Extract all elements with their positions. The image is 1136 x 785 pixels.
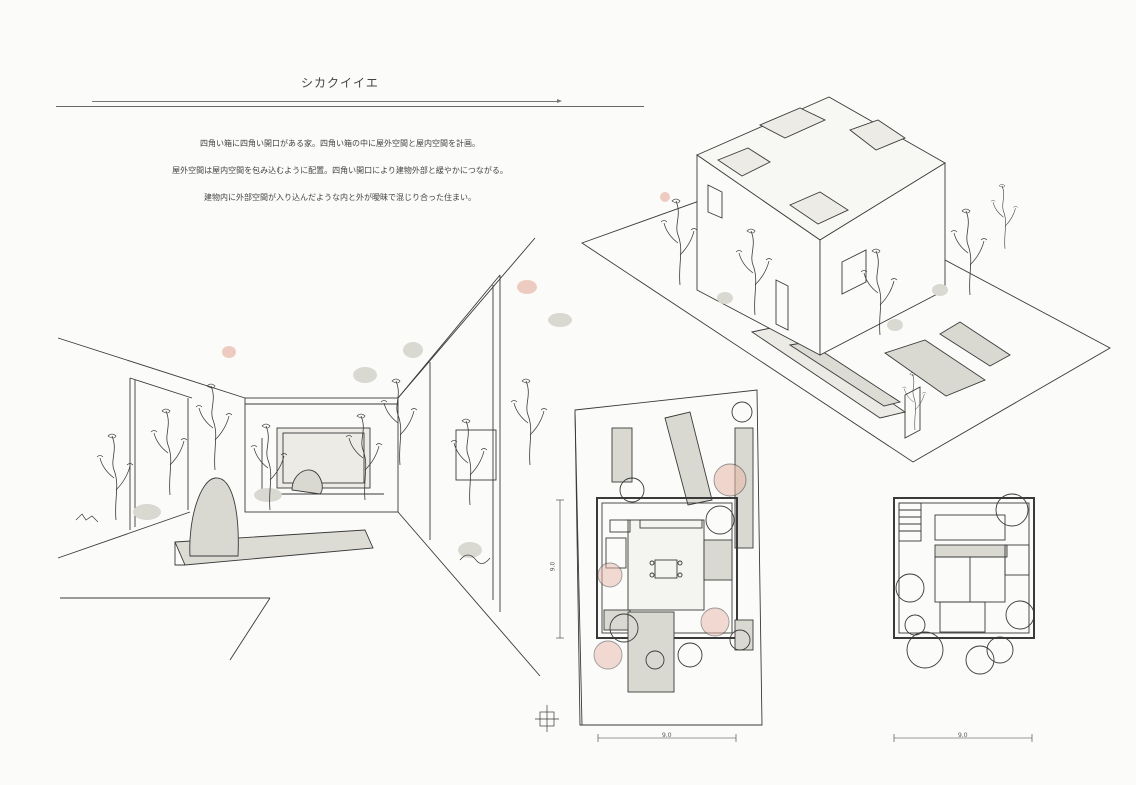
concept-line-2: 屋外空間は屋内空間を包み込むように配置。四角い開口により建物外部と緩やかにつなが… <box>172 166 508 175</box>
sheet-title: シカクイイエ <box>301 76 379 90</box>
axonometric-view <box>581 96 1111 463</box>
concept-line-1: 四角い箱に四角い開口がある家。四角い箱の中に屋外空間と屋内空間を計画。 <box>200 139 480 148</box>
title-underline <box>56 106 644 107</box>
plan1-width-dimension: 9.0 <box>662 732 672 739</box>
title-arrow-line <box>92 99 562 103</box>
ground-floor-plan <box>535 389 763 742</box>
interior-perspective <box>57 237 572 677</box>
concept-text: 四角い箱に四角い開口がある家。四角い箱の中に屋外空間と屋内空間を計画。 屋外空間… <box>100 130 580 211</box>
plan2-width-dimension: 9.0 <box>958 732 968 739</box>
plan1-height-dimension: 9.0 <box>549 561 557 572</box>
concept-line-3: 建物内に外部空間が入り込んだような内と外が曖昧で混じり合った住まい。 <box>204 193 476 202</box>
upper-floor-plan <box>893 493 1035 742</box>
